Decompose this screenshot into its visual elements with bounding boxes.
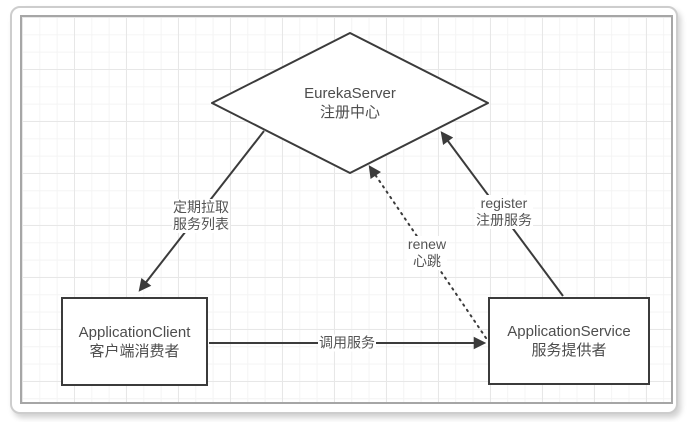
eureka-title: EurekaServer: [304, 85, 396, 102]
edge-label-renew: renew 心跳: [406, 236, 448, 270]
node-application-client: ApplicationClient 客户端消费者: [61, 297, 208, 386]
eureka-subtitle: 注册中心: [319, 104, 380, 121]
edge-label-renew-line2: 心跳: [412, 253, 441, 269]
eureka-diamond-shape: [211, 32, 489, 174]
node-application-service: ApplicationService 服务提供者: [488, 297, 650, 385]
service-subtitle: 服务提供者: [531, 342, 607, 359]
service-title: ApplicationService: [507, 323, 631, 340]
edge-label-pull-line2: 服务列表: [173, 216, 229, 232]
client-subtitle: 客户端消费者: [89, 342, 180, 360]
node-eureka-server: EurekaServer 注册中心: [304, 84, 396, 122]
edge-label-pull-line1: 定期拉取: [173, 199, 229, 215]
edge-label-register-line1: register: [480, 195, 528, 211]
edge-label-register: register 注册服务: [475, 195, 533, 229]
edge-label-renew-line1: renew: [407, 236, 447, 252]
edge-label-call: 调用服务: [318, 334, 376, 352]
edge-label-pull: 定期拉取 服务列表: [172, 199, 230, 233]
client-title: ApplicationClient: [78, 323, 191, 341]
edge-label-register-line2: 注册服务: [476, 212, 532, 228]
